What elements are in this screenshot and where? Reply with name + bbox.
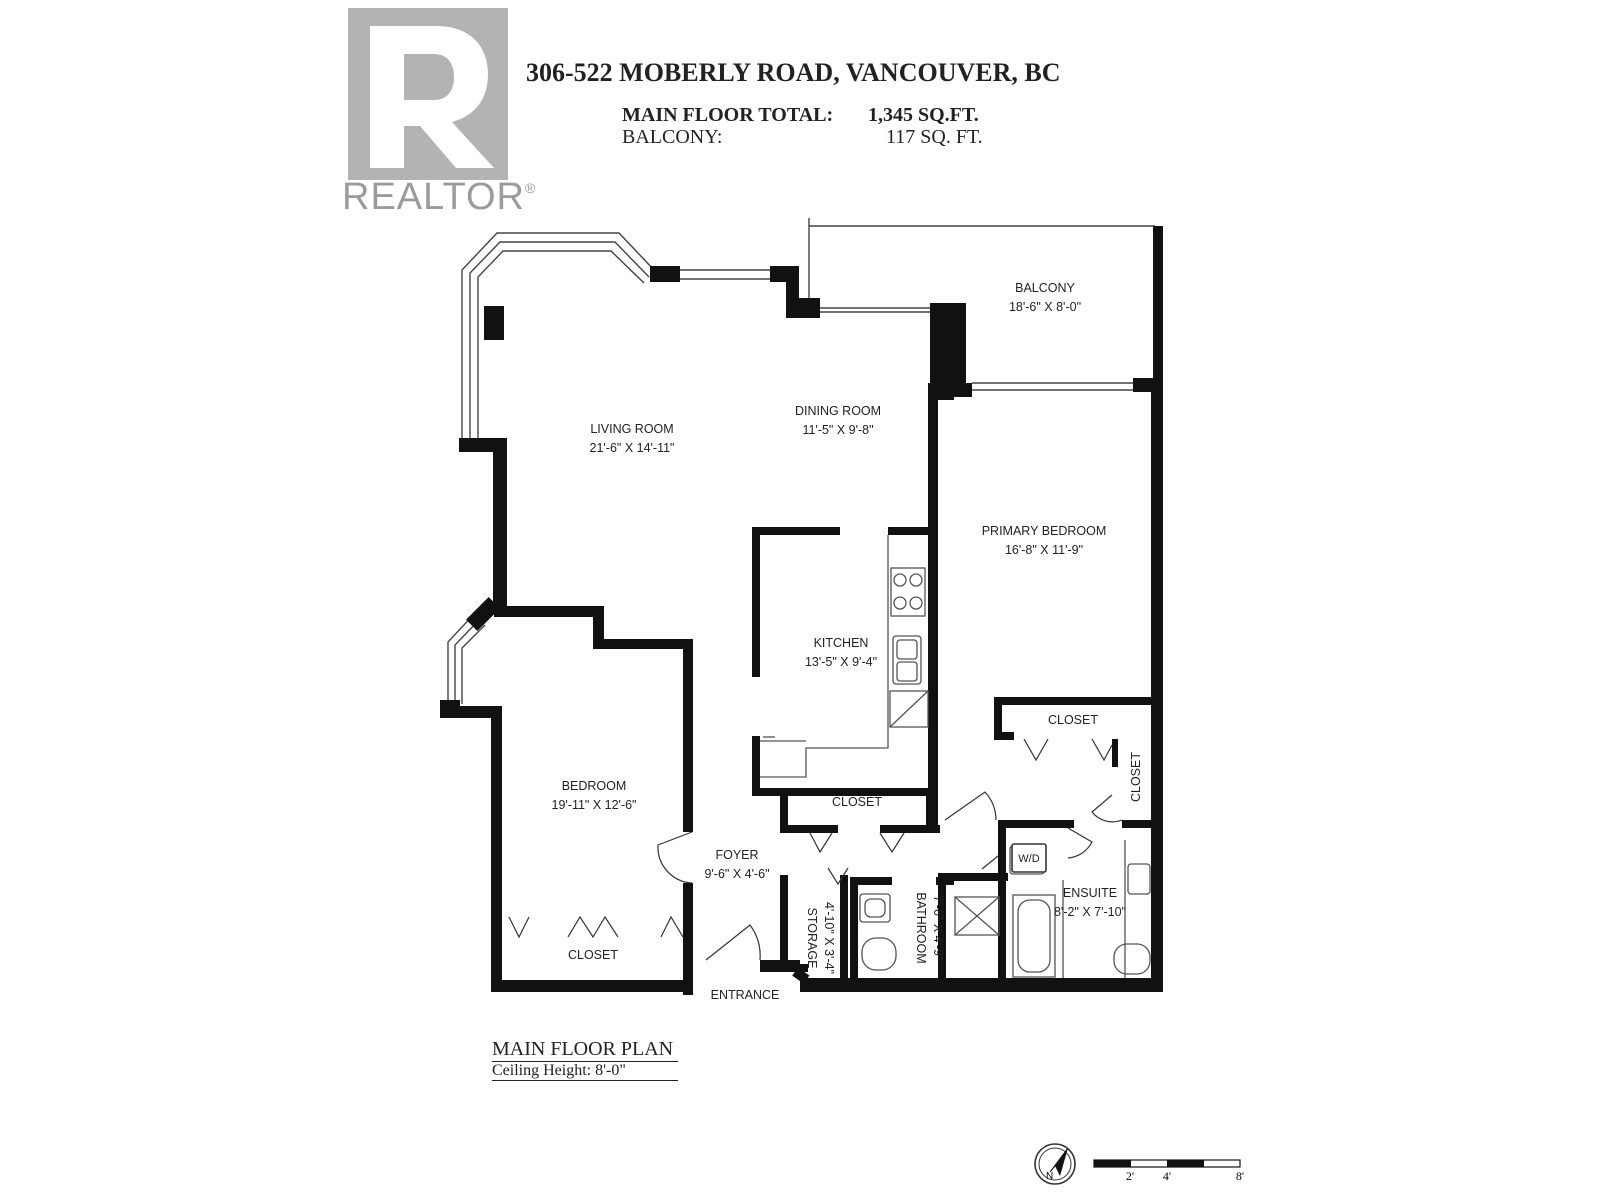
entrance-label: ENTRANCE (711, 988, 780, 1002)
primary-bedroom-size: 16'-8" X 11'-9" (1005, 543, 1083, 557)
foyer-name: FOYER (715, 848, 758, 862)
living-room-name: LIVING ROOM (590, 422, 673, 436)
balcony-name: BALCONY (1015, 281, 1075, 295)
realtor-wordmark: REALTOR® (342, 176, 536, 219)
property-address: 306-522 MOBERLY ROAD, VANCOUVER, BC (526, 58, 1061, 87)
floor-plan-title: MAIN FLOOR PLAN (492, 1038, 674, 1060)
storage-size: 4'-10" X 3'-4" (822, 902, 836, 974)
dining-room-size: 11'-5" X 9'-8" (802, 423, 873, 437)
bathroom-size: 7'-6" X 4'-9" (931, 895, 945, 960)
realtor-logo (348, 8, 508, 180)
ensuite-name: ENSUITE (1063, 886, 1117, 900)
bedroom-name: BEDROOM (562, 779, 627, 793)
bedroom-size: 19'-11" X 12'-6" (552, 798, 637, 812)
title-underline (492, 1061, 678, 1062)
foyer-size: 9'-6" X 4'-6" (704, 867, 769, 881)
primary-closet-label: CLOSET (1048, 713, 1098, 727)
ceiling-height: Ceiling Height: 8'-0" (492, 1062, 626, 1079)
washer-dryer-label: W/D (1018, 853, 1039, 865)
scale-tick-4: 4' (1163, 1169, 1171, 1183)
main-floor-value: 1,345 SQ.FT. (868, 104, 979, 126)
washer-dryer-box (1011, 843, 1047, 873)
scale-bar (1093, 1159, 1241, 1168)
compass-north-label: N (1046, 1171, 1053, 1182)
north-compass-icon (1034, 1143, 1076, 1185)
balcony-label: BALCONY: (622, 126, 723, 148)
balcony-value: 117 SQ. FT. (886, 126, 983, 148)
scale-tick-2: 2' (1126, 1169, 1134, 1183)
bedroom-closet-label: CLOSET (568, 948, 618, 962)
kitchen-name: KITCHEN (814, 636, 869, 650)
side-closet-label: CLOSET (1129, 752, 1143, 802)
kitchen-counters (760, 535, 929, 778)
primary-bedroom-name: PRIMARY BEDROOM (982, 524, 1107, 538)
door-swings (508, 738, 1123, 961)
bathroom-name: BATHROOM (914, 892, 928, 963)
balcony-size: 18'-6" X 8'-0" (1009, 300, 1081, 314)
dining-room-name: DINING ROOM (795, 404, 881, 418)
kitchen-size: 13'-5" X 9'-4" (805, 655, 877, 669)
subtitle-underline (492, 1080, 678, 1081)
walls (440, 226, 1163, 995)
realtor-r-logo (348, 8, 508, 180)
living-room-size: 21'-6" X 14'-11" (590, 441, 675, 455)
registered-mark: ® (524, 180, 537, 196)
main-floor-label: MAIN FLOOR TOTAL: (622, 104, 834, 126)
foyer-closet-label: CLOSET (832, 795, 882, 809)
bath-fixtures (859, 840, 1151, 978)
realtor-text: REALTOR (342, 176, 525, 218)
ensuite-size: 8'-2" X 7'-10" (1054, 905, 1126, 919)
storage-name: STORAGE (805, 908, 819, 969)
scale-tick-8: 8' (1236, 1169, 1244, 1183)
windows (447, 218, 1155, 704)
